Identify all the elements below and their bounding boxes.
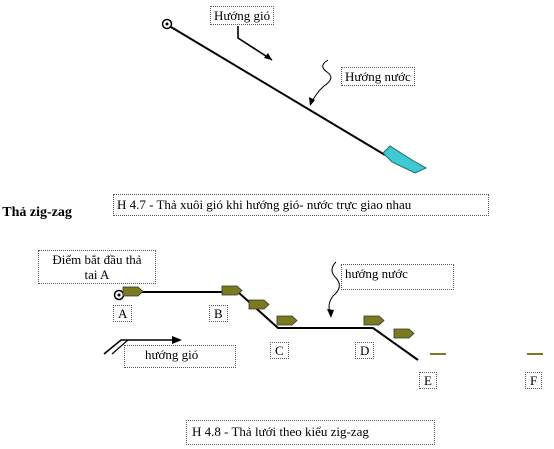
water-arrowhead <box>309 97 315 106</box>
wind-direction-label-2: hướng gió <box>124 345 236 368</box>
float-icon-b <box>221 285 243 296</box>
start-point-a-center <box>117 293 121 297</box>
water-arrowhead-2 <box>327 309 334 318</box>
start-point-label: Điểm bắt đầu thả tai A <box>38 250 156 284</box>
water-direction-label: Hướng nước <box>341 67 415 86</box>
wind-arrow-icon <box>237 26 273 61</box>
wind-arrow-2-tail <box>111 339 129 355</box>
start-point-label-line2: tai A <box>84 267 110 282</box>
zigzag-net-line <box>123 291 419 361</box>
float-icon-a <box>122 286 144 297</box>
start-point-label-line1: Điểm bắt đầu thả <box>52 252 142 267</box>
figure-4-7-caption: H 4.7 - Thả xuôi gió khi hướng gió- nước… <box>113 194 489 216</box>
wind-arrowhead-2 <box>172 336 182 344</box>
start-buoy-center <box>165 22 169 26</box>
point-b-label: B <box>209 305 228 322</box>
point-e-label: E <box>419 372 437 389</box>
float-icon-b2 <box>248 299 270 310</box>
figure-4-7-drawing <box>161 18 428 174</box>
wind-arrowhead <box>264 53 272 60</box>
point-c-label: C <box>270 342 289 359</box>
section-heading: + Thả zig-zag <box>0 205 72 220</box>
float-icon-d <box>363 315 385 326</box>
water-arrow-icon <box>311 59 332 103</box>
figure-4-8-caption: H 4.8 - Thả lưới theo kiểu zig-zag <box>186 420 435 445</box>
point-a-label: A <box>113 305 133 322</box>
wind-arrow-2-icon <box>103 339 178 355</box>
point-d-label: D <box>355 342 375 359</box>
water-arrow-2-icon <box>328 261 340 313</box>
wind-direction-label: Hướng gió <box>210 6 275 25</box>
float-icon-c <box>276 315 298 326</box>
point-f-label: F <box>525 372 543 389</box>
net-line <box>170 26 386 156</box>
water-direction-label-2: hướng nước <box>341 264 454 290</box>
boat-icon <box>382 145 428 174</box>
float-icon-d2 <box>393 328 415 339</box>
figure-4-8-drawing <box>103 261 543 361</box>
